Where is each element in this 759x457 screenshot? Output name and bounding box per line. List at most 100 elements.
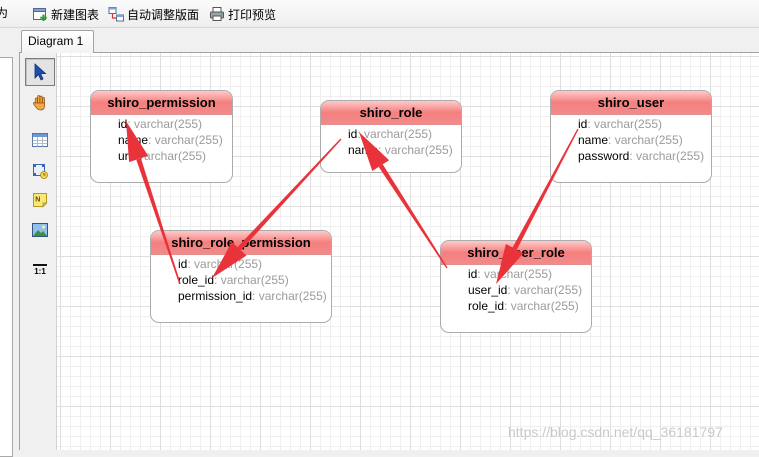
field-type: varchar(255) <box>258 289 327 303</box>
pointer-icon <box>32 63 48 81</box>
field-list: id: varchar(255) name: varchar(255) <box>321 125 461 158</box>
field-row[interactable]: id: varchar(255) <box>578 116 711 132</box>
image-icon <box>32 223 48 237</box>
field-row[interactable]: id: varchar(255) <box>468 266 591 282</box>
field-row[interactable]: password: varchar(255) <box>578 148 711 164</box>
field-separator: : <box>608 133 615 147</box>
field-type: varchar(255) <box>364 127 433 141</box>
table-shiro-user[interactable]: shiro_user id: varchar(255) name: varcha… <box>550 90 712 183</box>
field-type: varchar(255) <box>194 257 263 271</box>
field-name: role_id <box>468 299 505 313</box>
pointer-tool[interactable] <box>25 58 55 86</box>
diagram-tool-palette <box>20 53 57 450</box>
actual-size-bar <box>33 264 47 266</box>
field-name: permission_id <box>178 289 253 303</box>
field-list: id: varchar(255) name: varchar(255) url:… <box>91 115 232 164</box>
field-row[interactable]: role_id: varchar(255) <box>468 298 591 314</box>
field-name: role_id <box>178 273 215 287</box>
new-view-tool[interactable] <box>25 157 55 185</box>
field-type: varchar(255) <box>384 143 453 157</box>
new-diagram-label: 新建图表 <box>51 7 100 22</box>
field-type: varchar(255) <box>154 133 223 147</box>
field-list: id: varchar(255) role_id: varchar(255) p… <box>151 255 331 304</box>
field-row[interactable]: id: varchar(255) <box>348 126 461 142</box>
view-icon <box>32 163 48 179</box>
tab-diagram-1[interactable]: Diagram 1 <box>21 30 94 53</box>
field-row[interactable]: url: varchar(255) <box>118 148 232 164</box>
hand-tool[interactable] <box>25 88 55 116</box>
tab-strip-divider <box>20 52 759 53</box>
field-type: varchar(255) <box>134 117 203 131</box>
table-icon <box>32 133 48 147</box>
new-diagram-icon <box>32 6 48 22</box>
field-separator: : <box>127 117 135 131</box>
auto-layout-button[interactable]: 自动调整版面 <box>108 4 199 24</box>
cutoff-toolbar-label[interactable]: 为 <box>0 6 9 20</box>
hand-icon <box>32 94 48 111</box>
field-list: id: varchar(255) name: varchar(255) pass… <box>551 115 711 164</box>
field-separator: : <box>629 149 637 163</box>
note-icon: N <box>32 192 48 208</box>
watermark-url: https://blog.csdn.net/qq_36181797 <box>508 424 723 440</box>
table-title: shiro_permission <box>91 91 232 115</box>
actual-size-icon: 1:1 <box>33 264 47 276</box>
object-panel-edge <box>0 57 13 457</box>
field-type: varchar(255) <box>510 299 579 313</box>
field-name: password <box>578 149 630 163</box>
field-separator: : <box>504 299 511 313</box>
field-separator: : <box>357 127 365 141</box>
field-row[interactable]: name: varchar(255) <box>578 132 711 148</box>
field-row[interactable]: permission_id: varchar(255) <box>178 288 331 304</box>
field-type: varchar(255) <box>138 149 207 163</box>
new-image-tool[interactable] <box>25 216 55 244</box>
table-shiro-role[interactable]: shiro_role id: varchar(255) name: varcha… <box>320 100 462 173</box>
field-separator: : <box>507 283 515 297</box>
table-title: shiro_user_role <box>441 241 591 265</box>
diagram-panel-border <box>19 52 20 450</box>
field-type: varchar(255) <box>614 133 683 147</box>
field-row[interactable]: role_id: varchar(255) <box>178 272 331 288</box>
field-name: id <box>118 117 128 131</box>
field-row[interactable]: id: varchar(255) <box>178 256 331 272</box>
field-separator: : <box>214 273 221 287</box>
print-preview-label: 打印预览 <box>228 7 277 22</box>
field-type: varchar(255) <box>514 283 583 297</box>
actual-size-label: 1:1 <box>34 267 46 276</box>
field-separator: : <box>252 289 259 303</box>
field-row[interactable]: id: varchar(255) <box>118 116 232 132</box>
field-separator: : <box>477 267 485 281</box>
table-shiro-role-permission[interactable]: shiro_role_permission id: varchar(255) r… <box>150 230 332 323</box>
auto-layout-icon <box>108 6 124 22</box>
field-name: name <box>578 133 609 147</box>
field-name: id <box>178 257 188 271</box>
field-separator: : <box>131 149 139 163</box>
table-title: shiro_user <box>551 91 711 115</box>
field-name: name <box>118 133 149 147</box>
field-name: name <box>348 143 379 157</box>
field-row[interactable]: name: varchar(255) <box>348 142 461 158</box>
field-type: varchar(255) <box>636 149 705 163</box>
table-shiro-user-role[interactable]: shiro_user_role id: varchar(255) user_id… <box>440 240 592 333</box>
field-name: id <box>348 127 358 141</box>
field-type: varchar(255) <box>594 117 663 131</box>
field-row[interactable]: user_id: varchar(255) <box>468 282 591 298</box>
auto-layout-label: 自动调整版面 <box>127 7 200 22</box>
table-shiro-permission[interactable]: shiro_permission id: varchar(255) name: … <box>90 90 233 183</box>
field-name: id <box>578 117 588 131</box>
new-diagram-button[interactable]: 新建图表 <box>32 4 99 24</box>
field-type: varchar(255) <box>484 267 553 281</box>
print-preview-icon <box>209 6 225 22</box>
new-table-tool[interactable] <box>25 126 55 154</box>
field-row[interactable]: name: varchar(255) <box>118 132 232 148</box>
actual-size-tool[interactable]: 1:1 <box>25 256 55 284</box>
field-separator: : <box>187 257 195 271</box>
print-preview-button[interactable]: 打印预览 <box>209 4 276 24</box>
table-title: shiro_role_permission <box>151 231 331 255</box>
field-separator: : <box>587 117 595 131</box>
field-separator: : <box>148 133 155 147</box>
field-name: user_id <box>468 283 508 297</box>
new-note-tool[interactable]: N <box>25 186 55 214</box>
table-title: shiro_role <box>321 101 461 125</box>
note-icon-glyph: N <box>35 197 40 204</box>
field-type: varchar(255) <box>220 273 289 287</box>
